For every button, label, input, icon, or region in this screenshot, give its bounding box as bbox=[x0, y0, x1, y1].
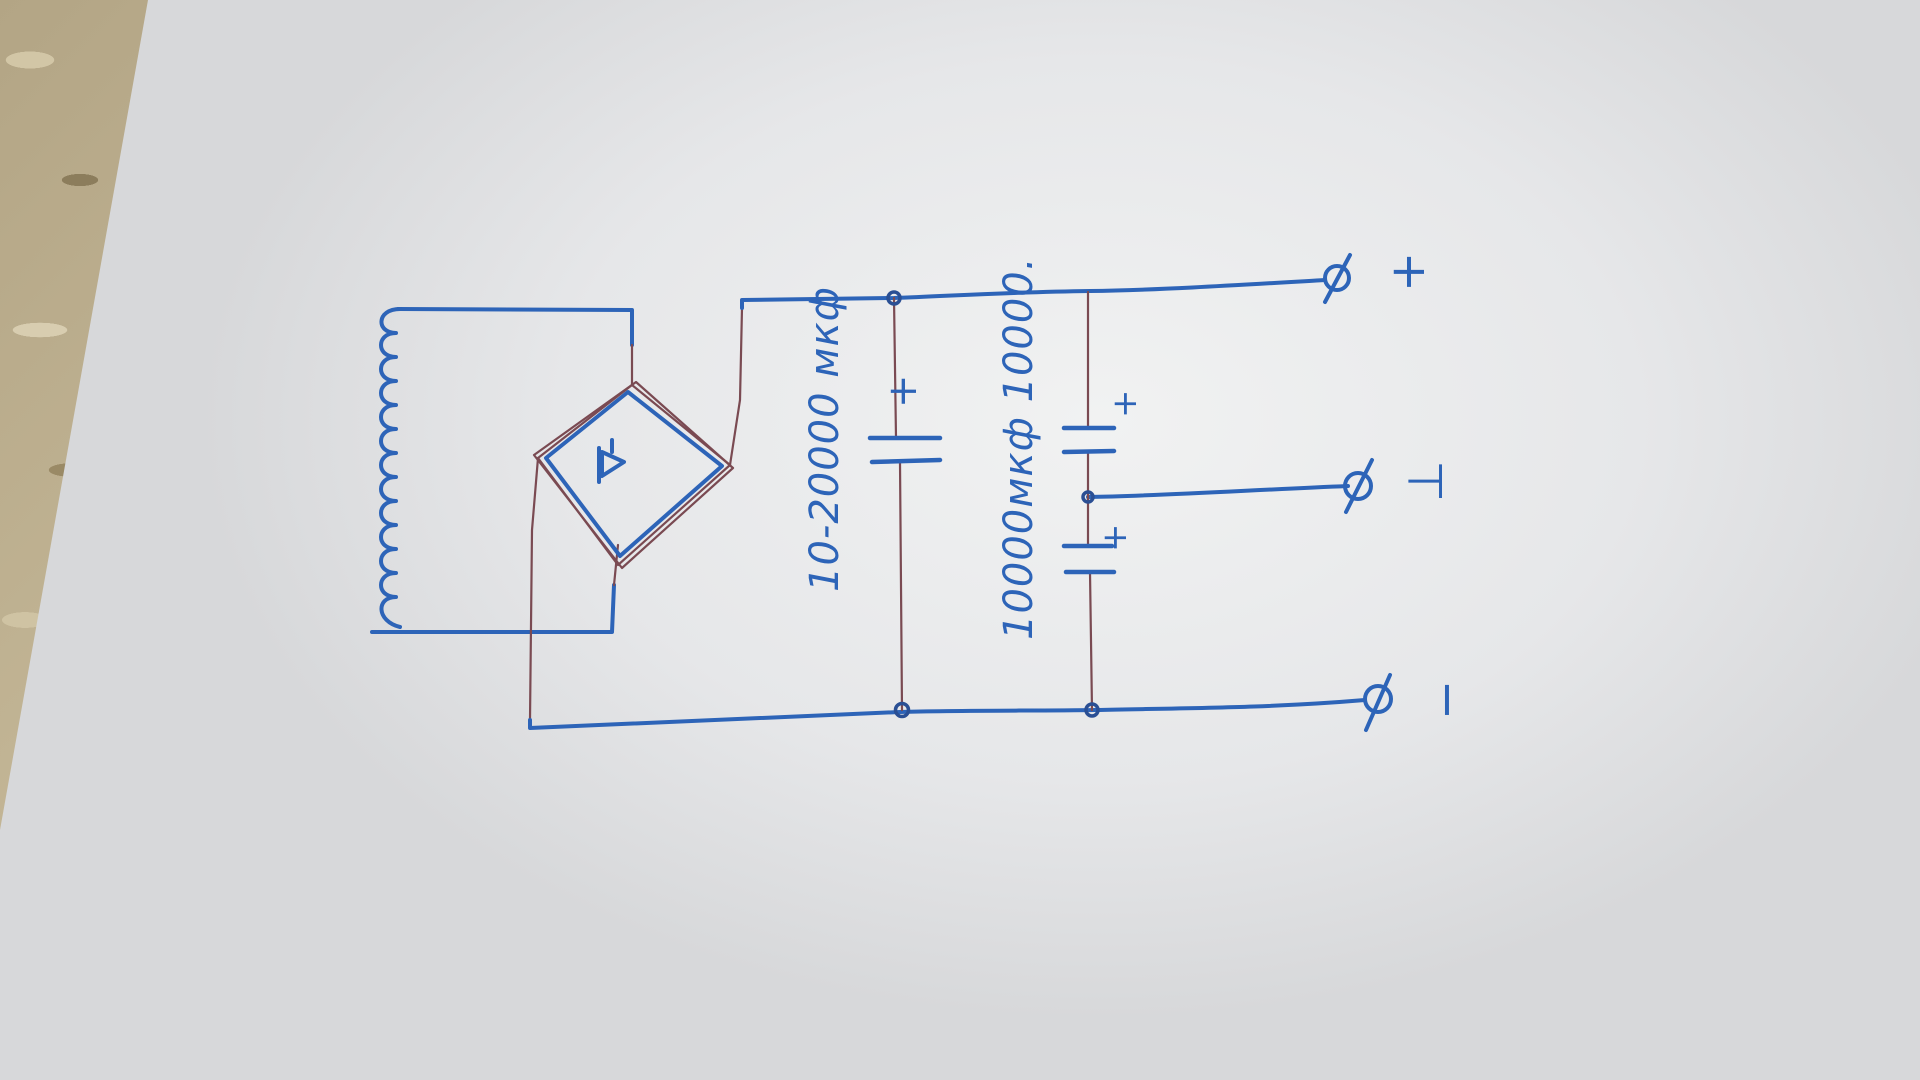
terminal-negative-label: − bbox=[1418, 680, 1474, 720]
cap1-top-wire bbox=[892, 296, 898, 440]
capacitor-1 bbox=[867, 435, 943, 465]
terminal-negative bbox=[1363, 673, 1393, 732]
terminal-positive bbox=[1323, 253, 1352, 304]
diode-symbol-icon bbox=[597, 438, 626, 484]
cap1-plus-mark: + bbox=[880, 374, 926, 408]
cap1-bottom-node bbox=[893, 701, 911, 719]
cap2-value-label: 10000мкф 10000. bbox=[996, 257, 1042, 640]
bridge-minus-lead bbox=[528, 456, 540, 722]
cap1-top-node bbox=[886, 290, 902, 306]
terminal-midpoint-label: ⊥ bbox=[1398, 460, 1454, 502]
positive-rail bbox=[740, 278, 1327, 310]
cap2-bottom-node bbox=[1084, 702, 1100, 718]
terminal-positive-label: + bbox=[1380, 252, 1436, 292]
bridge-plus-lead bbox=[728, 306, 744, 467]
cap2-mid-node bbox=[1081, 490, 1095, 504]
cap1-value-label: 10-20000 мкф bbox=[802, 286, 848, 592]
coil-top-lead bbox=[396, 307, 634, 347]
midpoint-rail bbox=[1086, 484, 1350, 499]
capacitor-2a bbox=[1061, 425, 1117, 455]
coil-bottom-lead bbox=[370, 583, 616, 634]
cap2a-plus-mark: + bbox=[1105, 390, 1145, 419]
cap2b-plus-mark: + bbox=[1095, 524, 1135, 553]
cap2-bottom-wire bbox=[1088, 570, 1094, 712]
cap1-bottom-wire bbox=[898, 460, 904, 712]
diode-bridge bbox=[532, 380, 735, 570]
capacitor-2b bbox=[1061, 543, 1117, 575]
terminal-midpoint bbox=[1343, 458, 1374, 514]
transformer-coil bbox=[379, 307, 402, 629]
negative-rail bbox=[528, 698, 1367, 730]
